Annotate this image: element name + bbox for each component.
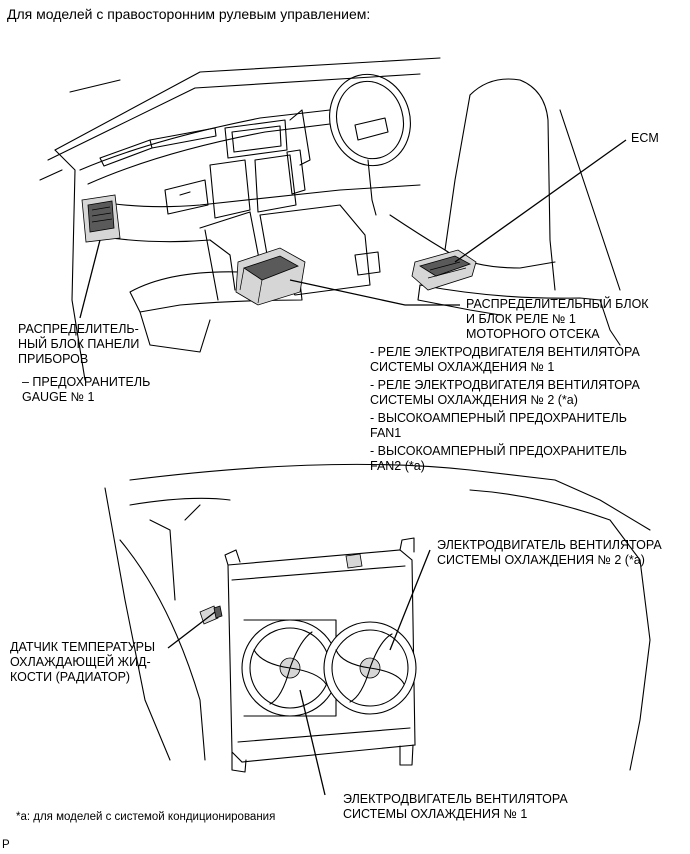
label-ecm: ECM (631, 131, 659, 145)
leader-lines (80, 140, 626, 795)
page-title: Для моделей с правосторонним рулевым упр… (7, 6, 371, 22)
corner-mark: P (2, 839, 10, 851)
cabin-illustration (40, 58, 620, 380)
footnote: *a: для моделей с системой кондициониров… (16, 811, 276, 823)
radiator-illustration (105, 464, 650, 772)
